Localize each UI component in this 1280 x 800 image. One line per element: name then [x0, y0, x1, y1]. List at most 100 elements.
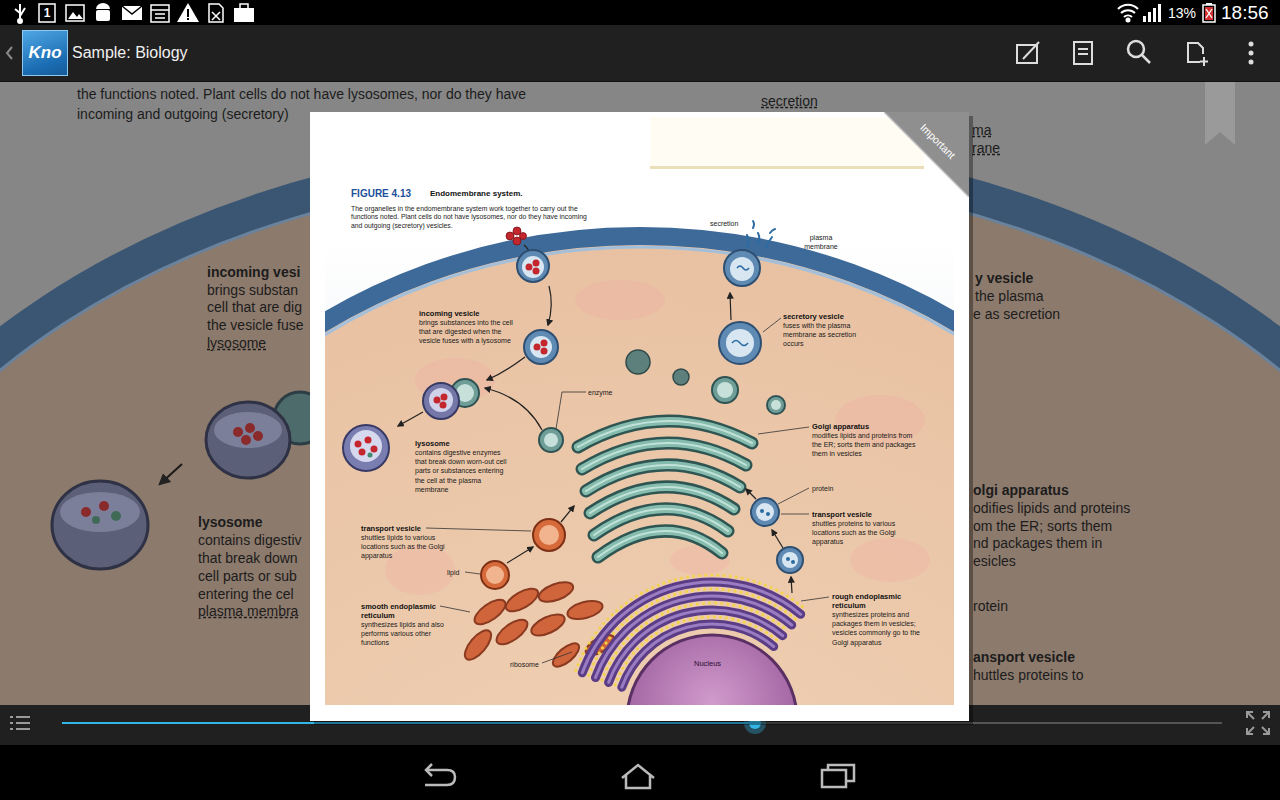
lysosome: [371, 446, 378, 453]
protein-transport-vesicles: [756, 503, 774, 521]
notebook-icon: [1074, 42, 1092, 64]
page-text: the functions noted. Plant cells do not …: [77, 86, 526, 102]
leader-lines: [426, 318, 829, 663]
golgi-apparatus: [578, 421, 752, 557]
page-background: [0, 82, 1280, 800]
signal-icon: [1153, 8, 1156, 22]
rough-endoplasmic-reticulum: [582, 582, 800, 687]
app-bar: [0, 81, 1280, 82]
enzyme-vesicle: [539, 428, 563, 452]
ribosome-dots: [589, 589, 796, 675]
search-icon: [1128, 41, 1150, 63]
battery-icon: [1203, 3, 1215, 22]
protein-transport-vesicles: [791, 560, 795, 564]
forming-vesicle: [526, 264, 533, 271]
fusing-vesicles: [423, 383, 459, 419]
briefcase-icon: [234, 8, 254, 22]
leader-lines: [542, 652, 572, 663]
incoming-vesicle: [524, 330, 558, 364]
cell-illustration: [398, 412, 423, 426]
background-vesicles: [81, 507, 91, 517]
background-vesicles: [241, 435, 251, 445]
forming-vesicle: [522, 256, 544, 278]
fusing-vesicles: [434, 397, 441, 404]
page-term: lysosome: [207, 335, 266, 351]
callout-text: synthesizes lipids and also performs var…: [361, 620, 446, 648]
lipid-path-arrows: [507, 506, 574, 563]
page-heading: olgi apparatus: [973, 482, 1069, 498]
toc-icon: [10, 717, 30, 729]
secretory-vesicle: [726, 329, 754, 357]
logo-text: Kno: [28, 43, 61, 63]
cytoplasm-texture: [385, 545, 455, 595]
protein-transport-vesicles: [751, 498, 803, 573]
callout-text: shuttles lipids to various locations suc…: [361, 533, 453, 561]
secretory-vesicle: [719, 322, 761, 364]
signal-icon: [1148, 12, 1151, 22]
page-heading: incoming vesi: [207, 264, 300, 280]
briefcase-icon: [234, 4, 254, 22]
fusing-vesicles: [423, 379, 479, 419]
cell-illustration: [548, 286, 551, 325]
lysosome: [343, 425, 389, 471]
protein-transport-vesicles: [760, 509, 764, 513]
callout-heading: secretory vesicle: [783, 312, 844, 321]
enzyme-vesicle: [539, 428, 563, 452]
signal-icon: [1143, 16, 1146, 22]
page-text: that break down: [198, 550, 298, 566]
lipid-transport-vesicles: [481, 519, 565, 589]
cell-illustration: [325, 221, 954, 705]
page-term: rane: [972, 140, 1000, 156]
status-clock: 18:56: [1221, 2, 1269, 24]
callout-label: ribosome: [510, 660, 539, 669]
leader-lines: [778, 488, 809, 504]
sticky-note-shadow: [650, 166, 924, 169]
ribosome-dots: [602, 603, 787, 680]
smooth-endoplasmic-reticulum: [502, 584, 541, 616]
leader-lines: [758, 427, 809, 434]
callout-label: protein: [812, 484, 833, 493]
background-vesicles: [160, 464, 182, 484]
cytoplasm-texture: [385, 280, 930, 595]
page-text: cell parts or sub: [198, 568, 297, 584]
cell-illustration: [485, 388, 542, 430]
figure-title: Endomembrane system.: [430, 189, 522, 199]
incoming-vesicle: [530, 336, 552, 358]
wifi-icon: [1118, 5, 1138, 22]
secretory-vesicle: [732, 341, 748, 346]
fusing-vesicles: [440, 402, 447, 409]
cytoplasm-spheres: [673, 369, 689, 385]
callout-label: lipid: [447, 568, 459, 577]
page-text: om the ER; sorts them: [973, 518, 1112, 534]
callout-text: shuttles proteins to various locations s…: [812, 519, 907, 547]
golgi-apparatus: [598, 531, 722, 557]
protein-transport-vesicles: [766, 512, 770, 516]
cytoplasm-spheres: [626, 350, 650, 374]
background-vesicles: [245, 423, 255, 433]
home-button: [622, 765, 654, 788]
page-term: secretion: [761, 93, 818, 109]
calendar-icon: [151, 5, 169, 22]
forming-vesicle: [533, 260, 540, 267]
usb-icon: [15, 4, 25, 23]
back-button: [425, 764, 455, 785]
figure-caption: The organelles in the endomembrane syste…: [351, 205, 599, 230]
warning-icon: [177, 3, 199, 22]
cytoplasm-texture: [850, 538, 930, 582]
cytoplasm-texture: [575, 280, 665, 320]
navigation-bar: [0, 745, 1280, 800]
figure-number: FIGURE 4.13: [351, 188, 411, 200]
callout-text: synthesizes proteins and packages them i…: [832, 610, 937, 647]
incoming-vesicle: [534, 344, 541, 351]
leader-lines: [781, 514, 809, 515]
golgi-apparatus: [598, 531, 722, 557]
organelle-label: Nucleus: [694, 659, 721, 668]
lipid-transport-vesicles: [486, 566, 504, 584]
callout-text: modifies lipids and proteins from the ER…: [812, 431, 917, 459]
gallery-icon: [68, 12, 83, 19]
lysosome: [355, 441, 362, 448]
ribbon-edge: [884, 112, 969, 197]
page-text: contains digestiv: [198, 532, 302, 548]
page-text: incoming and outgoing (secretory): [77, 106, 289, 122]
